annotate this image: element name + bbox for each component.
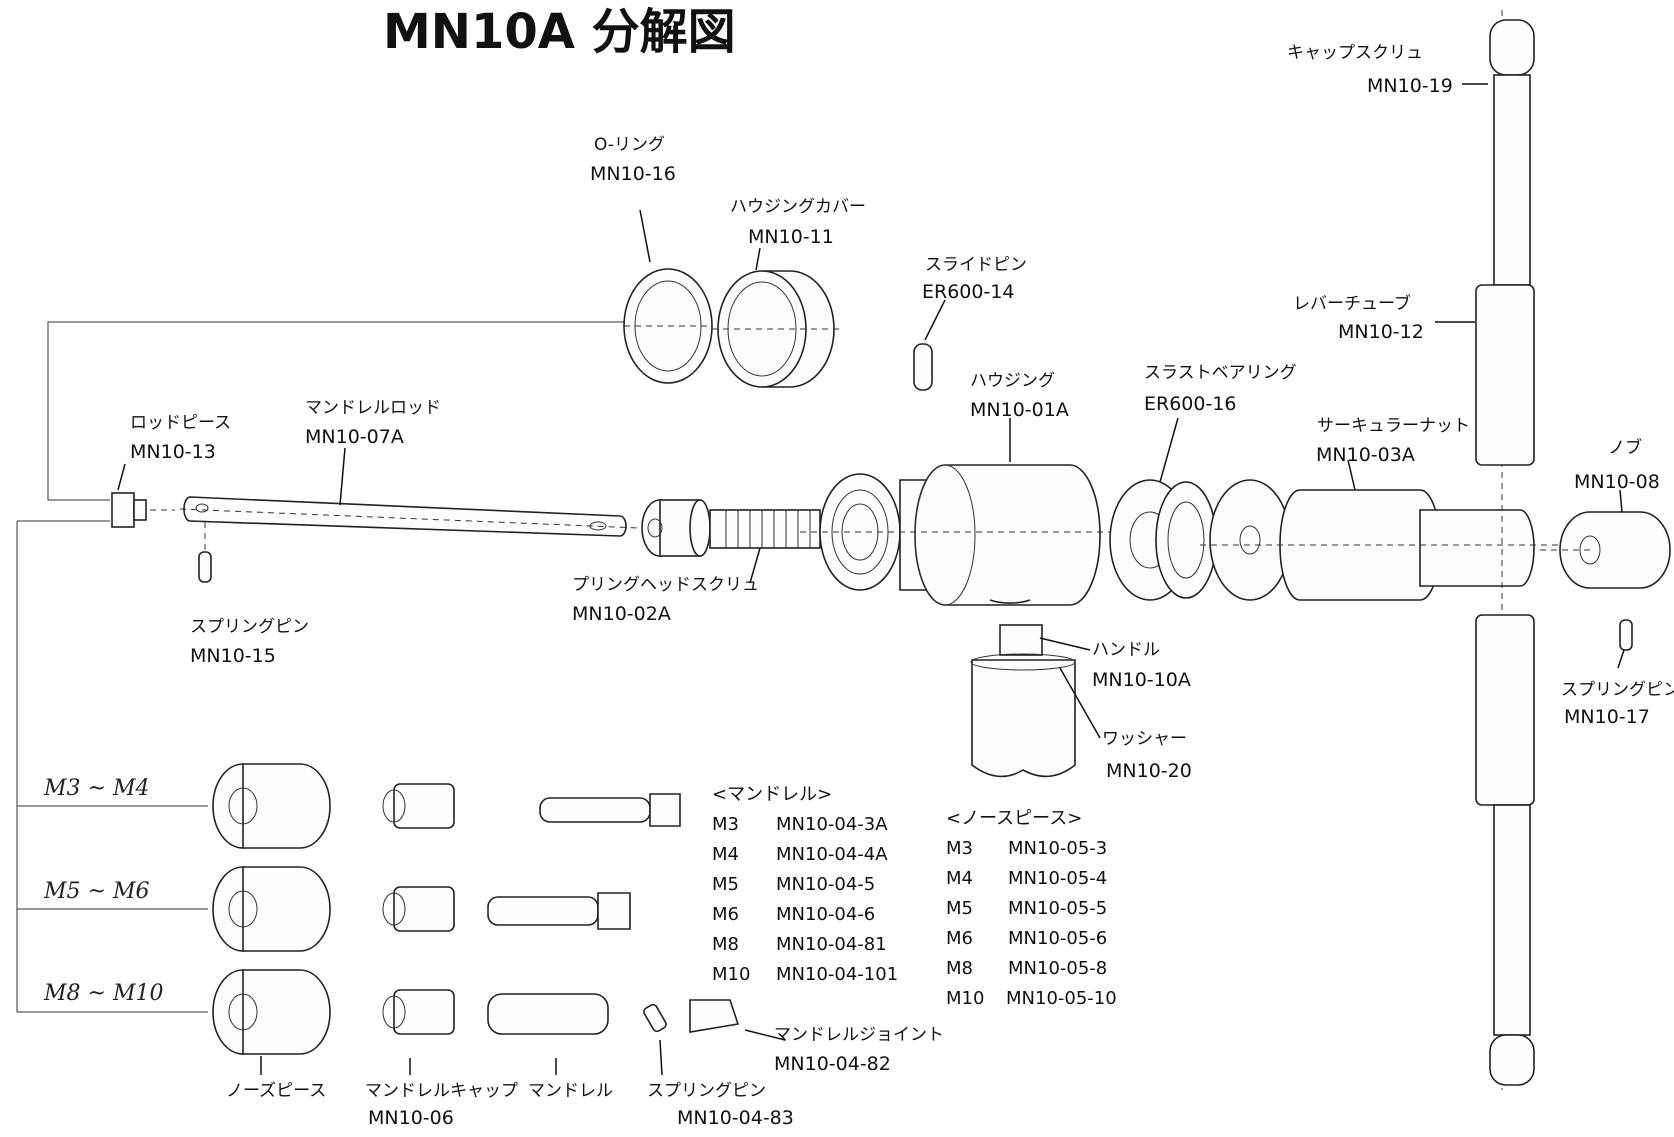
housing-cover-label: ハウジングカバー xyxy=(730,197,866,217)
nose-row-size: M5 xyxy=(946,898,973,919)
mandrel-row-code: MN10-04-5 xyxy=(776,874,875,895)
knob-drawing xyxy=(1540,511,1671,651)
nose-piece-table: <ノースピース> M3 MN10-05-3 M4 MN10-05-4 M5 MN… xyxy=(946,808,1117,1009)
cap-screw-code: MN10-19 xyxy=(1367,75,1453,97)
handle-drawing xyxy=(970,624,1076,778)
mandrel-cap-code: MN10-06 xyxy=(368,1107,454,1129)
mandrel-row-code: MN10-04-4A xyxy=(776,844,888,865)
spring-pin-83-code: MN10-04-83 xyxy=(677,1107,794,1129)
housing-label: ハウジング xyxy=(970,371,1055,391)
thrust-bearing-code: ER600-16 xyxy=(1144,393,1237,415)
mandrel-cap-label: マンドレルキャップ xyxy=(365,1081,518,1101)
spring-pin-83-label: スプリングピン xyxy=(647,1081,766,1101)
lever-drawing xyxy=(1475,10,1535,1090)
mandrel-rod-code: MN10-07A xyxy=(305,426,404,448)
size-row-label-1: M3 ~ M4 xyxy=(43,776,149,801)
mandrel-rod-label: マンドレルロッド xyxy=(305,398,441,418)
nose-piece-row-1 xyxy=(212,763,681,849)
mandrel-row-size: M6 xyxy=(712,904,739,925)
pulling-head-screw-drawing xyxy=(641,499,821,557)
nose-row-size: M8 xyxy=(946,958,973,979)
size-row-label-3: M8 ~ M10 xyxy=(43,981,163,1006)
o-ring-label: O-リング xyxy=(594,135,665,155)
mandrel-label: マンドレル xyxy=(528,1081,613,1101)
pulling-head-screw-code: MN10-02A xyxy=(572,603,671,625)
nose-row-size: M6 xyxy=(946,928,973,949)
nose-row-code: MN10-05-5 xyxy=(1008,898,1107,919)
mandrel-row-size: M10 xyxy=(712,964,750,985)
handle-code: MN10-10A xyxy=(1092,669,1191,691)
housing-cover-drawing xyxy=(712,270,840,388)
spring-pin-15-drawing xyxy=(198,522,212,583)
nose-row-code: MN10-05-6 xyxy=(1008,928,1107,949)
nose-piece-row-2 xyxy=(212,866,631,952)
washer-code: MN10-20 xyxy=(1106,760,1192,782)
mandrel-joint-label: マンドレルジョイント xyxy=(774,1025,944,1045)
nose-piece-label: ノーズピース xyxy=(226,1081,326,1101)
mandrel-table-heading: <マンドレル> xyxy=(712,784,832,805)
knob-code: MN10-08 xyxy=(1574,471,1660,493)
mandrel-row-size: M5 xyxy=(712,874,739,895)
mandrel-row-code: MN10-04-101 xyxy=(776,964,898,985)
mandrel-row-size: M8 xyxy=(712,934,739,955)
rod-piece-code: MN10-13 xyxy=(130,441,216,463)
nose-row-code: MN10-05-10 xyxy=(1006,988,1117,1009)
nose-row-size: M4 xyxy=(946,868,973,889)
thrust-bearing-label: スラストベアリング xyxy=(1144,363,1297,383)
spring-pin-15-code: MN10-15 xyxy=(190,645,276,667)
spring-pin-17-code: MN10-17 xyxy=(1564,706,1650,728)
mandrel-rod-drawing xyxy=(179,496,641,537)
mandrel-table: <マンドレル> M3 MN10-04-3A M4 MN10-04-4A M5 M… xyxy=(712,784,898,985)
pulling-head-screw-label: プリングヘッドスクリュ xyxy=(572,575,759,595)
slide-pin-label: スライドピン xyxy=(925,255,1027,275)
o-ring-drawing xyxy=(623,268,713,384)
o-ring-code: MN10-16 xyxy=(590,163,676,185)
cap-screw-label: キャップスクリュ xyxy=(1287,43,1423,63)
mandrel-row-code: MN10-04-81 xyxy=(776,934,887,955)
housing-code: MN10-01A xyxy=(970,399,1069,421)
nose-table-heading: <ノースピース> xyxy=(946,808,1082,829)
washer-label: ワッシャー xyxy=(1102,729,1187,749)
nose-row-code: MN10-05-4 xyxy=(1008,868,1107,889)
nose-row-size: M3 xyxy=(946,838,973,859)
spring-pin-15-label: スプリングピン xyxy=(190,617,309,637)
housing-drawing xyxy=(800,343,1110,606)
housing-cover-code: MN10-11 xyxy=(748,226,834,248)
lever-tube-code: MN10-12 xyxy=(1338,321,1424,343)
mandrel-row-size: M4 xyxy=(712,844,739,865)
handle-label: ハンドル xyxy=(1092,640,1160,660)
lever-tube-label: レバーチューブ xyxy=(1293,293,1411,314)
knob-label: ノブ xyxy=(1608,437,1642,458)
leader-arrows xyxy=(117,83,1625,1076)
diagram-title: MN10A 分解図 xyxy=(383,4,736,60)
nose-row-size: M10 xyxy=(946,988,984,1009)
nose-row-code: MN10-05-8 xyxy=(1008,958,1107,979)
circular-nut-code: MN10-03A xyxy=(1316,444,1415,466)
mandrel-row-size: M3 xyxy=(712,814,739,835)
rod-piece-drawing xyxy=(111,492,175,528)
spring-pin-17-label: スプリングピン xyxy=(1561,680,1674,700)
slide-pin-code: ER600-14 xyxy=(922,281,1015,303)
mandrel-row-code: MN10-04-6 xyxy=(776,904,875,925)
nose-piece-row-3 xyxy=(212,969,740,1055)
thrust-bearing-drawing xyxy=(1109,479,1217,601)
mandrel-joint-code: MN10-04-82 xyxy=(774,1053,891,1075)
rod-piece-label: ロッドピース xyxy=(130,413,231,433)
assembly-bracket-lines xyxy=(16,321,630,1013)
mandrel-row-code: MN10-04-3A xyxy=(776,814,888,835)
size-row-label-2: M5 ~ M6 xyxy=(43,879,149,904)
circular-nut-label: サーキュラーナット xyxy=(1317,416,1470,436)
circular-nut-drawing xyxy=(1200,479,1560,601)
nose-row-code: MN10-05-3 xyxy=(1008,838,1107,859)
